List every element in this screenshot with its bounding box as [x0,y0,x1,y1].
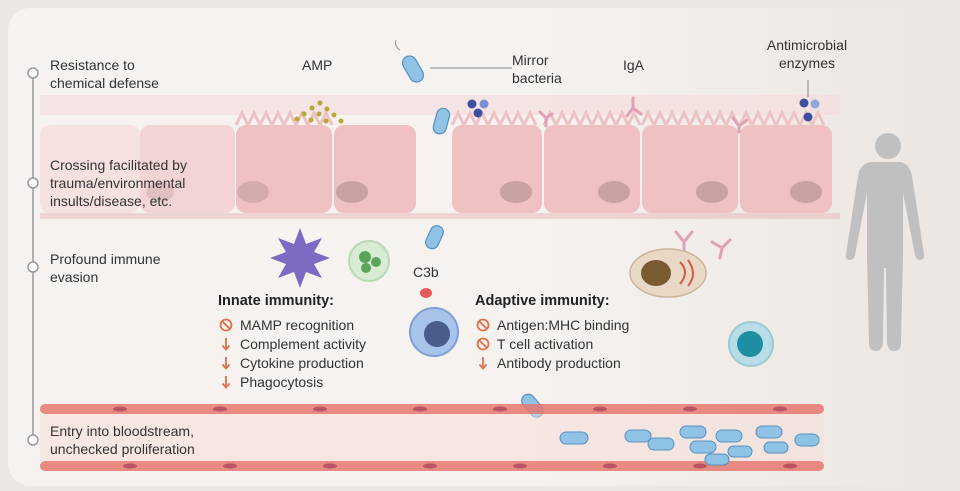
label-c3b: C3b [413,264,439,280]
innate-immunity-title: Innate immunity: [218,293,335,309]
down-arrow-icon [218,375,234,389]
macrophage [270,228,330,288]
innate-item: Complement activity [218,334,408,353]
innate-item: Cytokine production [218,353,408,372]
no-icon [475,318,491,332]
timeline-node-3 [27,261,39,273]
label-enzymes-line2: enzymes [778,55,836,71]
label-crossing: Crossing facilitated by trauma/environme… [50,156,240,210]
epithelial-cells-right [452,125,832,213]
label-evasion-line2: evasion [50,269,99,285]
no-icon [218,318,234,332]
innate-item-text: Cytokine production [240,354,364,371]
iga-antibodies [538,96,749,260]
innate-immunity-block: Innate immunity: MAMP recognition Comple… [218,292,408,391]
label-bloodstream: Entry into bloodstream, unchecked prolif… [50,422,240,458]
label-antimicrobial-enzymes: Antimicrobial enzymes [752,36,862,72]
label-bloodstream-line2: unchecked proliferation [50,441,195,457]
innate-item: Phagocytosis [218,372,408,391]
timeline [27,67,39,446]
adaptive-item: T cell activation [475,334,675,353]
label-evasion: Profound immune evasion [50,250,240,286]
down-arrow-icon [218,337,234,351]
label-resistance-line1: Resistance to [50,57,135,73]
label-iga: IgA [623,57,645,73]
innate-item-text: Complement activity [240,335,367,352]
c3b-molecule [420,288,432,298]
adaptive-item-text: T cell activation [497,335,594,352]
adaptive-item-text: Antibody production [497,354,621,371]
label-crossing-line2: trauma/environmental [50,175,186,191]
antimicrobial-enzymes [467,80,820,122]
adaptive-immunity-block: Adaptive immunity: Antigen:MHC binding T… [475,292,675,372]
timeline-node-2 [27,177,39,189]
label-mirror-bacteria: Mirror bacteria [512,51,562,87]
epithelium [40,95,840,219]
label-crossing-line3: insults/disease, etc. [50,193,173,209]
human-silhouette-icon [845,133,925,351]
label-evasion-line1: Profound immune [50,251,161,267]
label-resistance: Resistance to chemical defense [50,56,240,92]
immune-cells [270,228,774,367]
adaptive-item-text: Antigen:MHC binding [497,316,630,333]
down-arrow-icon [218,356,234,370]
timeline-node-1 [27,67,39,79]
adaptive-immunity-title: Adaptive immunity: [475,293,610,309]
epithelial-cells-left [40,125,416,213]
down-arrow-icon [475,356,491,370]
blood-vessel [40,404,824,471]
innate-item-text: Phagocytosis [240,373,324,390]
label-amp: AMP [302,57,333,73]
label-mirror-line1: Mirror [512,52,549,68]
innate-item: MAMP recognition [218,315,408,334]
amp-molecules [294,100,344,124]
innate-item-text: MAMP recognition [240,316,355,333]
adaptive-item: Antibody production [475,353,675,372]
label-resistance-line2: chemical defense [50,75,159,91]
label-enzymes-line1: Antimicrobial [766,37,848,53]
timeline-node-4 [27,434,39,446]
proliferating-bacteria [559,425,820,466]
adaptive-item: Antigen:MHC binding [475,315,675,334]
label-crossing-line1: Crossing facilitated by [50,157,187,173]
no-icon [475,337,491,351]
label-mirror-line2: bacteria [512,70,562,86]
label-bloodstream-line1: Entry into bloodstream, [50,423,194,439]
